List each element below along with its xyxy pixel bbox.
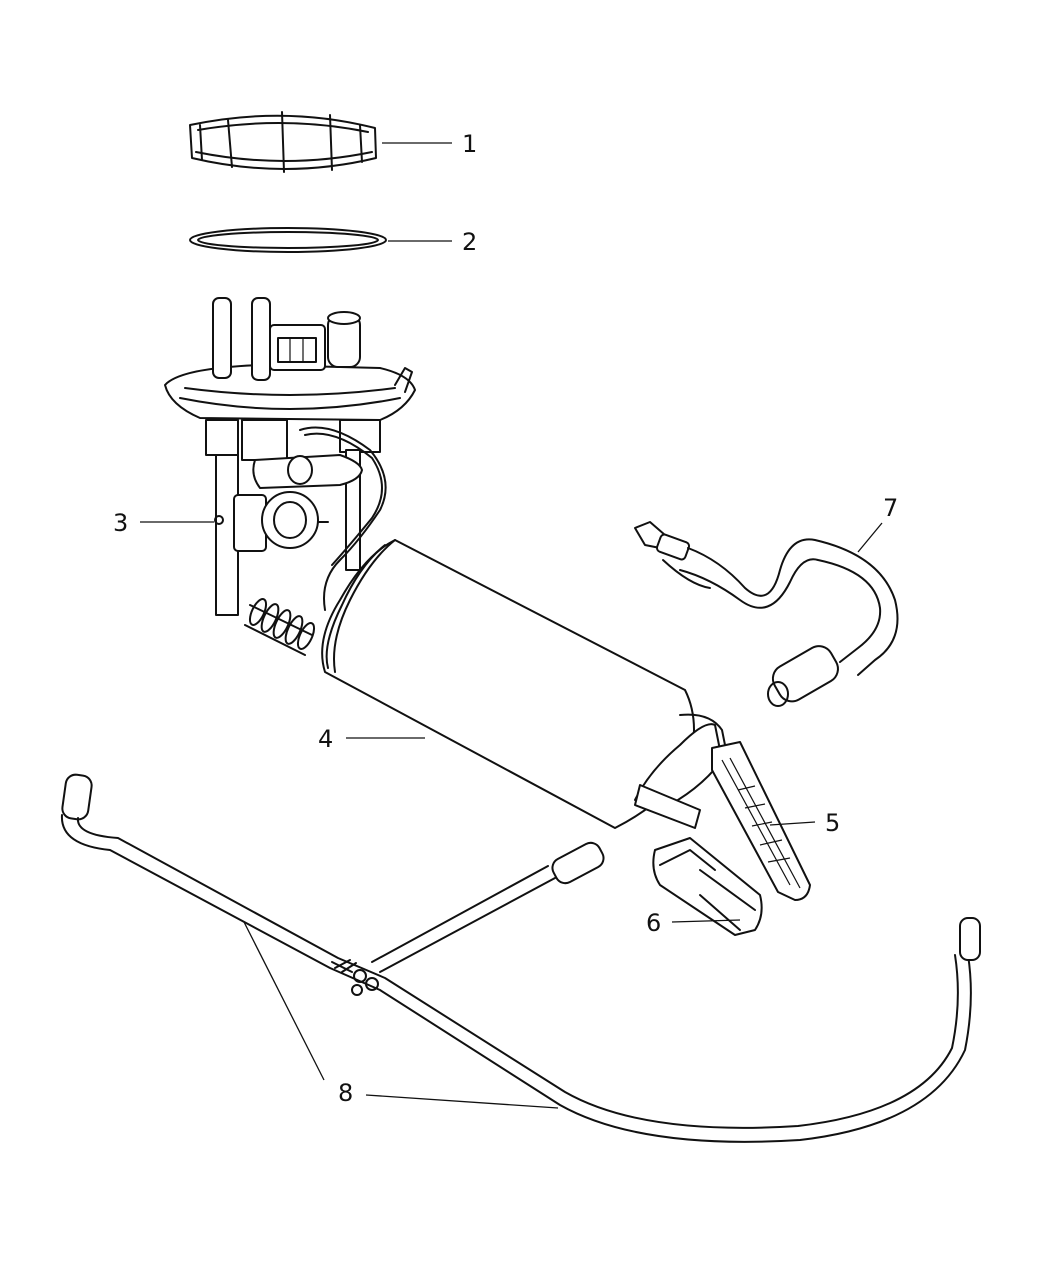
callout-7: 7 (883, 494, 898, 522)
junction-detail (331, 959, 379, 996)
fuel-line-part (634, 521, 899, 707)
leader-8a (243, 921, 325, 1081)
connector-part (652, 837, 763, 936)
leader-7 (857, 522, 883, 553)
leader-8b (365, 1094, 559, 1109)
leader-5 (769, 821, 816, 826)
callout-4: 4 (318, 725, 333, 753)
spring-detail (244, 598, 316, 656)
pump-module-part (164, 297, 729, 829)
callout-8: 8 (338, 1079, 353, 1107)
level-sensor-part (711, 741, 811, 901)
callout-1: 1 (462, 130, 477, 158)
callout-labels: 1 2 3 4 5 6 7 8 (113, 130, 898, 1107)
leader-lines (140, 142, 883, 1109)
regulator-detail (214, 491, 329, 552)
callout-3: 3 (113, 509, 128, 537)
callout-6: 6 (646, 909, 661, 937)
seal-part (189, 227, 387, 253)
harness-part (60, 773, 981, 1143)
callout-5: 5 (825, 809, 840, 837)
lock-ring-part (189, 111, 377, 173)
leader-6 (671, 919, 741, 923)
callout-2: 2 (462, 228, 477, 256)
